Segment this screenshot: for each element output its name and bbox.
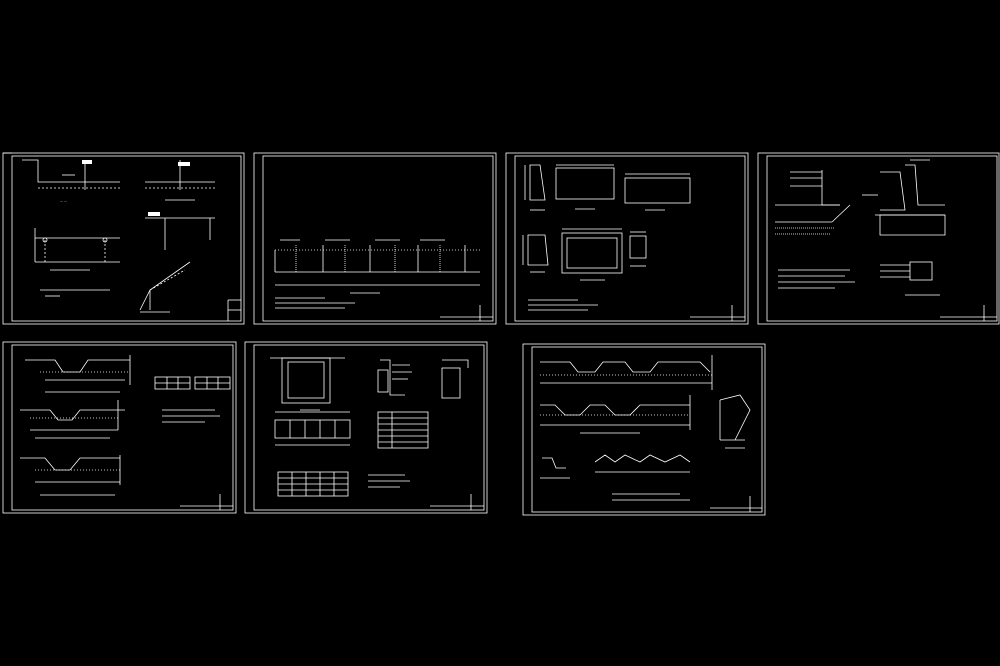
sheet-6-material-table: [277, 471, 349, 497]
sheet-3-curb-plan: [561, 228, 623, 281]
sheet-3-block-elevation: [624, 173, 691, 211]
sheet-6-notes: [368, 474, 410, 488]
sheet-7-small-details: [540, 454, 691, 479]
sheet-3-curb-section: [522, 234, 549, 273]
sheet-5-notes: [162, 409, 220, 423]
sheet-4-title-block: [940, 305, 997, 321]
sheet-6-chamber-plan: [270, 357, 345, 411]
drawing-sheet-5[interactable]: [2, 341, 237, 514]
sheet-3-title-block: [690, 305, 745, 321]
sheet-4-wall-detail: [880, 261, 940, 296]
sheet-6-long-section: [274, 411, 351, 446]
drawing-sheet-1[interactable]: — —: [2, 152, 245, 325]
sheet-4-retaining-wall-right: [862, 159, 946, 236]
sheet-3-notes: [528, 299, 598, 311]
sheet-5-tables: [154, 376, 231, 390]
sheet-7-title-block: [710, 496, 762, 512]
drawing-sheet-3[interactable]: [505, 152, 749, 325]
sheet-6-title-block: [430, 494, 484, 510]
drawing-sheet-4[interactable]: [757, 152, 1000, 325]
sheet-7-notes: [612, 493, 690, 501]
sheet-6-detail: [441, 359, 469, 399]
sheet-3-block-section: [524, 164, 546, 211]
sheet-5-ditch-section-1: [25, 355, 131, 393]
sheet-1-detail-small-profile: [145, 160, 215, 201]
sheet-4-notes: [778, 269, 855, 289]
sheet-3-block-plan: [555, 164, 615, 210]
sheet-2-fence-elevation: [274, 239, 480, 294]
sheet-2-notes: [275, 297, 355, 309]
sheet-5-ditch-section-2: [20, 400, 125, 439]
svg-text:— —: — —: [60, 199, 67, 203]
sheet-4-retaining-wall-left: [775, 170, 851, 235]
drawing-sheet-7[interactable]: [522, 343, 766, 516]
sheet-1-title-block: [227, 299, 241, 321]
drawing-sheet-2[interactable]: [253, 152, 497, 325]
sheet-6-quantity-table: [377, 411, 429, 449]
sheet-3-curb-detail: [629, 231, 647, 267]
sheet-2-title-block: [440, 305, 493, 321]
sheet-7-zigzag-plan-1: [540, 355, 713, 390]
sheet-5-ditch-section-3: [20, 455, 121, 496]
sheet-1-detail-road-profile: — —: [22, 159, 120, 203]
sheet-1-detail-section: [34, 228, 120, 271]
sheet-1-detail-slope: [40, 261, 191, 313]
sheet-7-zigzag-plan-2: [540, 395, 691, 434]
sheet-1-detail-pipe: [145, 212, 215, 250]
sheet-7-corner-detail: [719, 394, 751, 449]
drawing-sheet-6[interactable]: [244, 341, 488, 514]
sheet-6-chamber-section: [377, 359, 412, 396]
sheet-5-title-block: [180, 494, 233, 510]
